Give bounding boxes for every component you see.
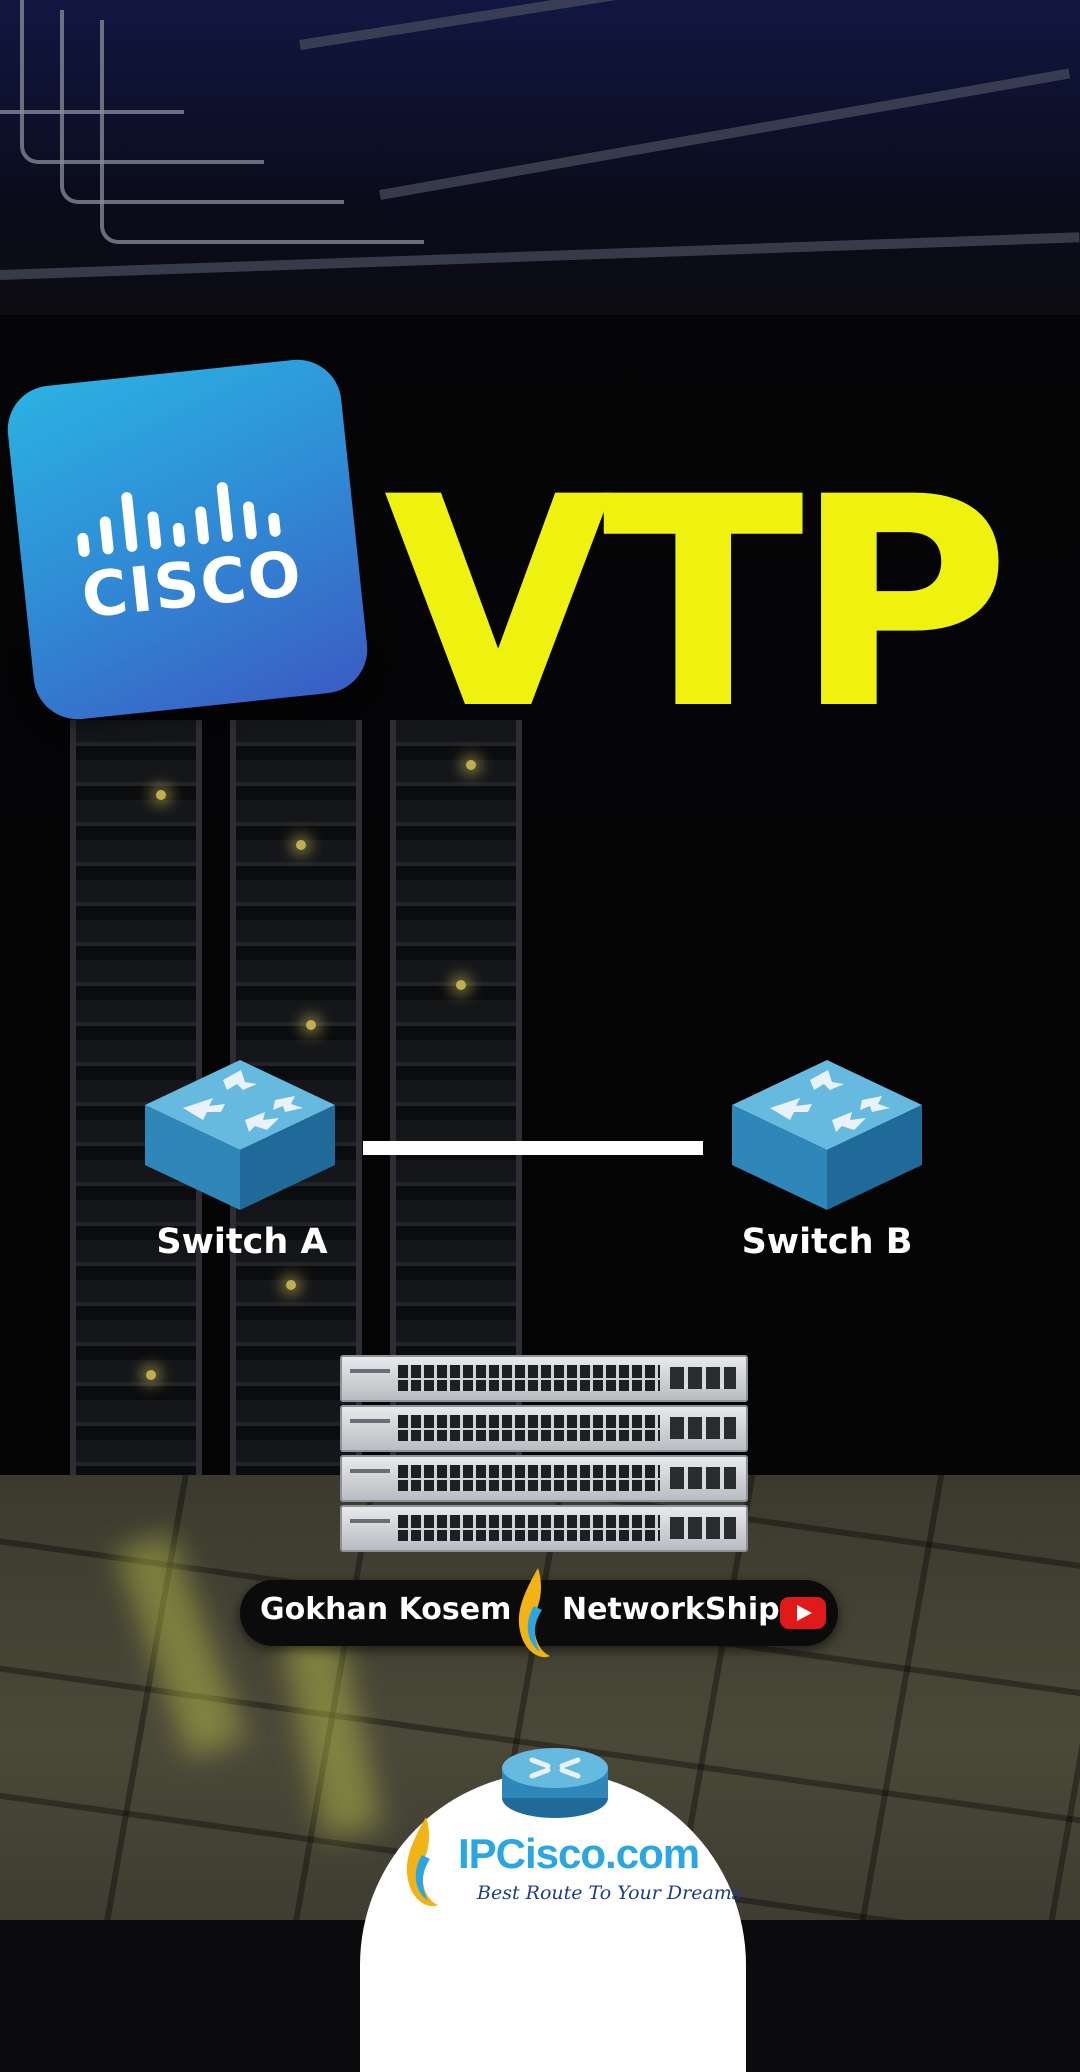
cisco-wordmark: CISCO <box>78 536 307 633</box>
ipcisco-flame-icon <box>406 1817 438 1907</box>
switch-unit <box>340 1455 748 1502</box>
switch-b-icon <box>732 1060 922 1210</box>
ceiling-pipe <box>20 0 264 164</box>
cisco-logo: CISCO <box>3 355 372 724</box>
ceiling-pipe <box>60 10 344 204</box>
switch-b-label: Switch B <box>741 1222 913 1262</box>
router-icon <box>502 1748 608 1818</box>
channel-badge: Gokhan Kosem NetworkShip <box>240 1568 838 1658</box>
switch-unit <box>340 1355 748 1402</box>
trunk-link <box>363 1141 703 1155</box>
brand-tagline: Best Route To Your Dreams <box>477 1882 742 1904</box>
channel-name: NetworkShip <box>562 1592 780 1627</box>
author-name: Gokhan Kosem <box>260 1592 512 1627</box>
stacked-switch-hardware <box>340 1355 748 1555</box>
ceiling-pipe <box>100 20 424 244</box>
switch-unit <box>340 1405 748 1452</box>
switch-a-icon <box>145 1060 335 1210</box>
page-title: VTP <box>383 436 1011 773</box>
brand-name: IPCisco.com <box>458 1830 700 1877</box>
switch-a-label: Switch A <box>156 1222 328 1262</box>
youtube-icon <box>780 1597 826 1629</box>
switch-unit <box>340 1505 748 1552</box>
ceiling-pipe <box>0 0 184 114</box>
flame-logo-icon <box>518 1568 550 1658</box>
